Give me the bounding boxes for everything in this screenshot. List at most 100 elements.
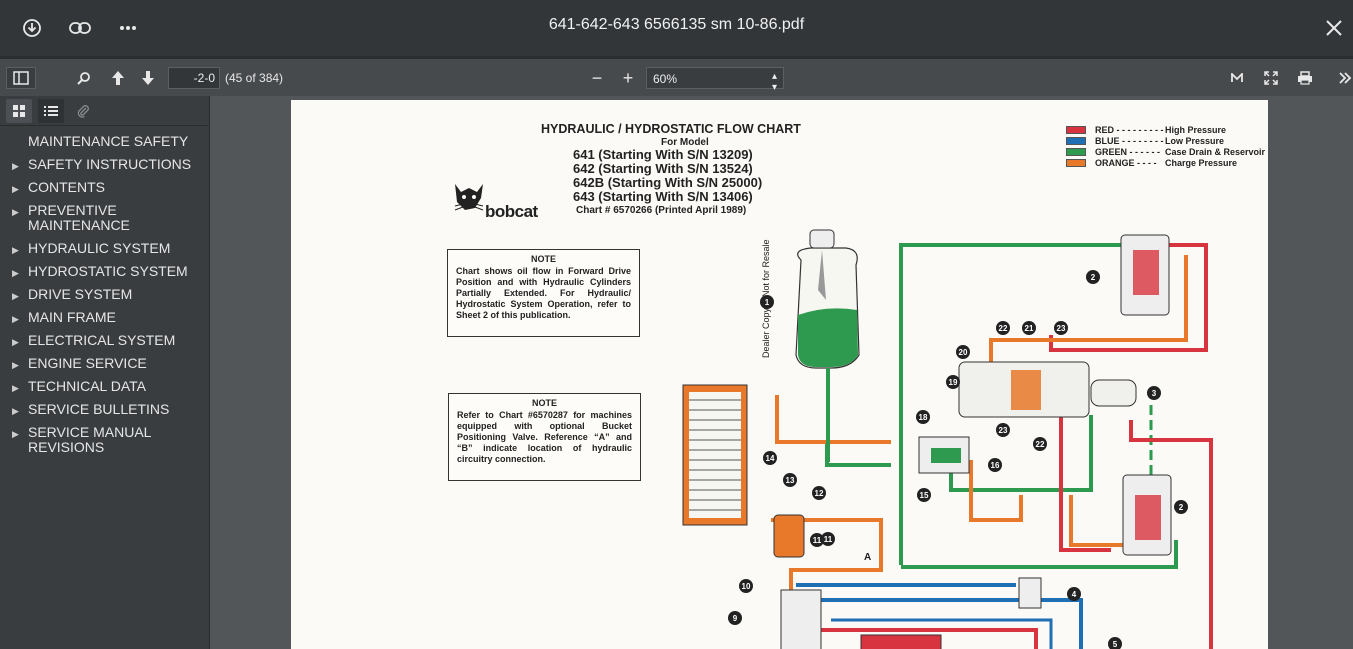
legend-meaning: High Pressure	[1165, 124, 1227, 135]
chart-number: Chart # 6570266 (Printed April 1989)	[576, 205, 747, 216]
note-heading: NOTE	[531, 398, 557, 408]
callout-number: 23	[1057, 324, 1066, 333]
expand-triangle-icon[interactable]: ▶	[12, 184, 19, 194]
outline-item-contents[interactable]: ▶ CONTENTS	[0, 176, 209, 199]
callout-number: 1	[765, 298, 770, 307]
callout-marker: 23	[996, 423, 1010, 437]
outline-item-preventive-maintenance[interactable]: ▶PREVENTIVE MAINTENANCE	[0, 199, 209, 237]
callout-number: 5	[1113, 640, 1118, 649]
presentation-mode-icon[interactable]	[1225, 67, 1249, 89]
callout-marker: 16	[988, 458, 1002, 472]
download-icon[interactable]	[18, 14, 46, 42]
green-line	[899, 243, 1171, 565]
close-icon[interactable]	[1320, 14, 1348, 42]
callout-marker: 18	[916, 410, 930, 424]
zoom-select[interactable]: 60% ▴▾	[646, 67, 784, 93]
expand-triangle-icon[interactable]: ▶	[12, 429, 19, 439]
callout-marker: 11	[821, 532, 835, 546]
sidebar-toggle-icon[interactable]	[6, 67, 36, 89]
for-model-label: For Model	[661, 137, 709, 148]
outline-icon[interactable]	[38, 99, 64, 123]
callout-marker: 23	[1054, 321, 1068, 335]
search-icon[interactable]	[72, 67, 96, 89]
fullscreen-icon[interactable]	[1259, 67, 1283, 89]
more-tools-icon[interactable]	[1333, 67, 1353, 89]
thumbnails-icon[interactable]	[6, 99, 32, 123]
legend-dashes: - - - - - - - -	[1122, 135, 1164, 146]
callout-number: 2	[1179, 503, 1184, 512]
outline-item-hydrostatic-system[interactable]: ▶ HYDROSTATIC SYSTEM	[0, 260, 209, 283]
expand-triangle-icon[interactable]: ▶	[12, 268, 19, 278]
outline-item-electrical-system[interactable]: ▶ ELECTRICAL SYSTEM	[0, 329, 209, 352]
callout-number: 4	[1072, 590, 1077, 599]
expand-triangle-icon[interactable]: ▶	[12, 383, 19, 393]
document-outline: MAINTENANCE SAFETY ▶SAFETY INSTRUCTIONS …	[0, 126, 209, 459]
red-swatch	[1066, 125, 1086, 134]
callout-number: 9	[733, 614, 738, 623]
orange-line	[775, 395, 891, 444]
outline-item-service-manual-revisions[interactable]: ▶ SERVICE MANUAL REVISIONS	[0, 421, 209, 459]
zoom-out-button[interactable]: −	[591, 67, 603, 88]
outline-item-label: HYDROSTATIC SYSTEM	[28, 263, 188, 279]
callout-number: 22	[1036, 440, 1045, 449]
legend-row-blue: BLUE - - - - - - - -Low Pressure	[1066, 135, 1265, 146]
callout-marker: 1	[760, 295, 774, 309]
callout-number: 11	[813, 536, 822, 545]
outline-item-drive-system[interactable]: ▶DRIVE SYSTEM	[0, 283, 209, 306]
expand-triangle-icon[interactable]: ▶	[12, 245, 19, 255]
document-viewer[interactable]: HYDRAULIC / HYDROSTATIC FLOW CHART For M…	[211, 96, 1353, 649]
oil-cooler-core	[689, 392, 741, 518]
callout-marker: 2	[1086, 270, 1100, 284]
sidebar-tabs	[0, 96, 209, 126]
expand-triangle-icon[interactable]: ▶	[12, 360, 19, 370]
lift-cylinder	[860, 634, 942, 649]
bobcat-logo: bobcat	[451, 180, 538, 221]
outline-item-hydraulic-system[interactable]: ▶HYDRAULIC SYSTEM	[0, 237, 209, 260]
expand-triangle-icon[interactable]: ▶	[12, 207, 19, 217]
expand-triangle-icon[interactable]: ▶	[12, 337, 19, 347]
outline-item-safety-instructions[interactable]: ▶ SAFETY INSTRUCTIONS	[0, 153, 209, 176]
legend-meaning: Case Drain & Reservoir	[1165, 146, 1266, 157]
expand-triangle-icon[interactable]: ▶	[12, 314, 19, 324]
outline-item-label: ELECTRICAL SYSTEM	[28, 332, 176, 348]
zoom-in-button[interactable]: +	[622, 67, 634, 88]
expand-triangle-icon[interactable]: ▶	[12, 406, 19, 416]
next-page-icon[interactable]	[136, 67, 160, 89]
previous-page-icon[interactable]	[106, 67, 130, 89]
attachments-icon[interactable]	[70, 99, 96, 123]
outline-item-technical-data[interactable]: ▶ TECHNICAL DATA	[0, 375, 209, 398]
callout-number: 18	[919, 413, 928, 422]
callout-number: 21	[1025, 324, 1034, 333]
legend-color-name: ORANGE	[1095, 157, 1135, 168]
blue-swatch	[1066, 136, 1086, 145]
outline-item-engine-service[interactable]: ▶ENGINE SERVICE	[0, 352, 209, 375]
expand-triangle-icon[interactable]: ▶	[12, 291, 19, 301]
oil-filter	[773, 514, 805, 558]
green-line	[949, 415, 1093, 492]
outline-item-label: SAFETY INSTRUCTIONS	[28, 156, 192, 172]
outline-item-maintenance-safety[interactable]: MAINTENANCE SAFETY	[0, 130, 209, 153]
more-icon[interactable]	[114, 14, 142, 42]
callout-marker: 5	[1108, 637, 1122, 649]
callout-number: 16	[991, 461, 1000, 470]
legend-meaning: Low Pressure	[1165, 135, 1225, 146]
outline-item-service-bulletins[interactable]: ▶SERVICE BULLETINS	[0, 398, 209, 421]
blue-line	[831, 618, 1053, 649]
gear-pump	[1090, 379, 1137, 407]
green-line	[901, 540, 1178, 569]
outline-item-main-frame[interactable]: ▶MAIN FRAME	[0, 306, 209, 329]
flow-chart-heading: HYDRAULIC / HYDROSTATIC FLOW CHART	[541, 122, 801, 136]
callout-marker: 11	[810, 533, 824, 547]
legend-dashes: - - - -	[1137, 157, 1157, 168]
link-icon[interactable]	[66, 14, 94, 42]
outline-item-label: SERVICE MANUAL REVISIONS	[28, 424, 151, 455]
pdf-toolbar: (45 of 384) − + 60% ▴▾	[0, 56, 1353, 96]
callout-number: 22	[999, 324, 1008, 333]
outline-item-label: CONTENTS	[28, 179, 105, 195]
print-icon[interactable]	[1293, 67, 1317, 89]
motor-chamber	[1135, 495, 1161, 540]
model-list: 641 (Starting With S/N 13209) 642 (Start…	[573, 148, 762, 217]
expand-triangle-icon[interactable]: ▶	[12, 161, 19, 171]
outline-item-label: TECHNICAL DATA	[28, 378, 146, 394]
page-number-input[interactable]	[168, 67, 220, 89]
